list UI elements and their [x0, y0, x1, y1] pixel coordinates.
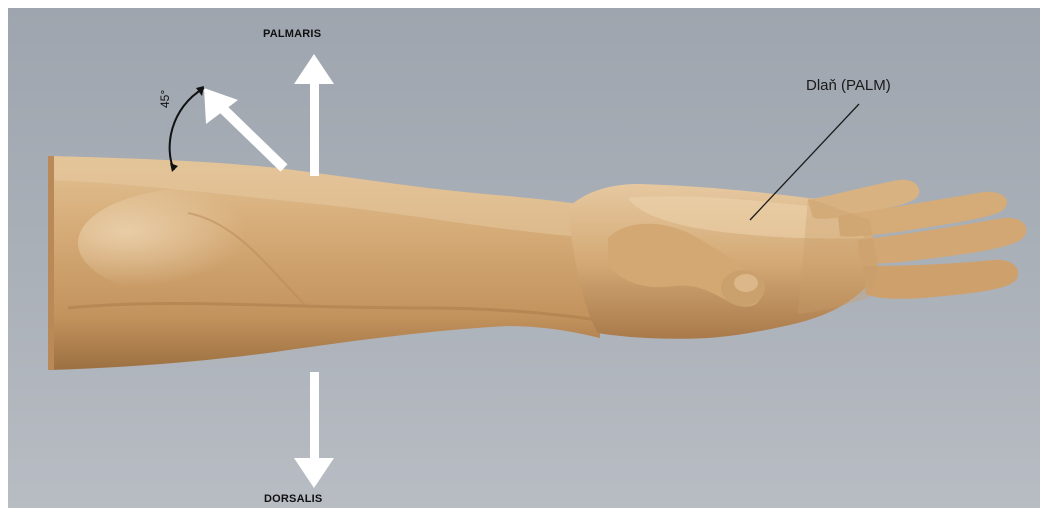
palmaris-label: PALMARIS: [263, 28, 321, 40]
forearm-cut-edge: [48, 156, 54, 370]
thumb-tip-highlight: [734, 274, 758, 292]
angle-label: 45°: [158, 90, 172, 108]
palm-label: Dlaň (PALM): [806, 77, 891, 94]
dorsalis-label: DORSALIS: [264, 493, 322, 505]
